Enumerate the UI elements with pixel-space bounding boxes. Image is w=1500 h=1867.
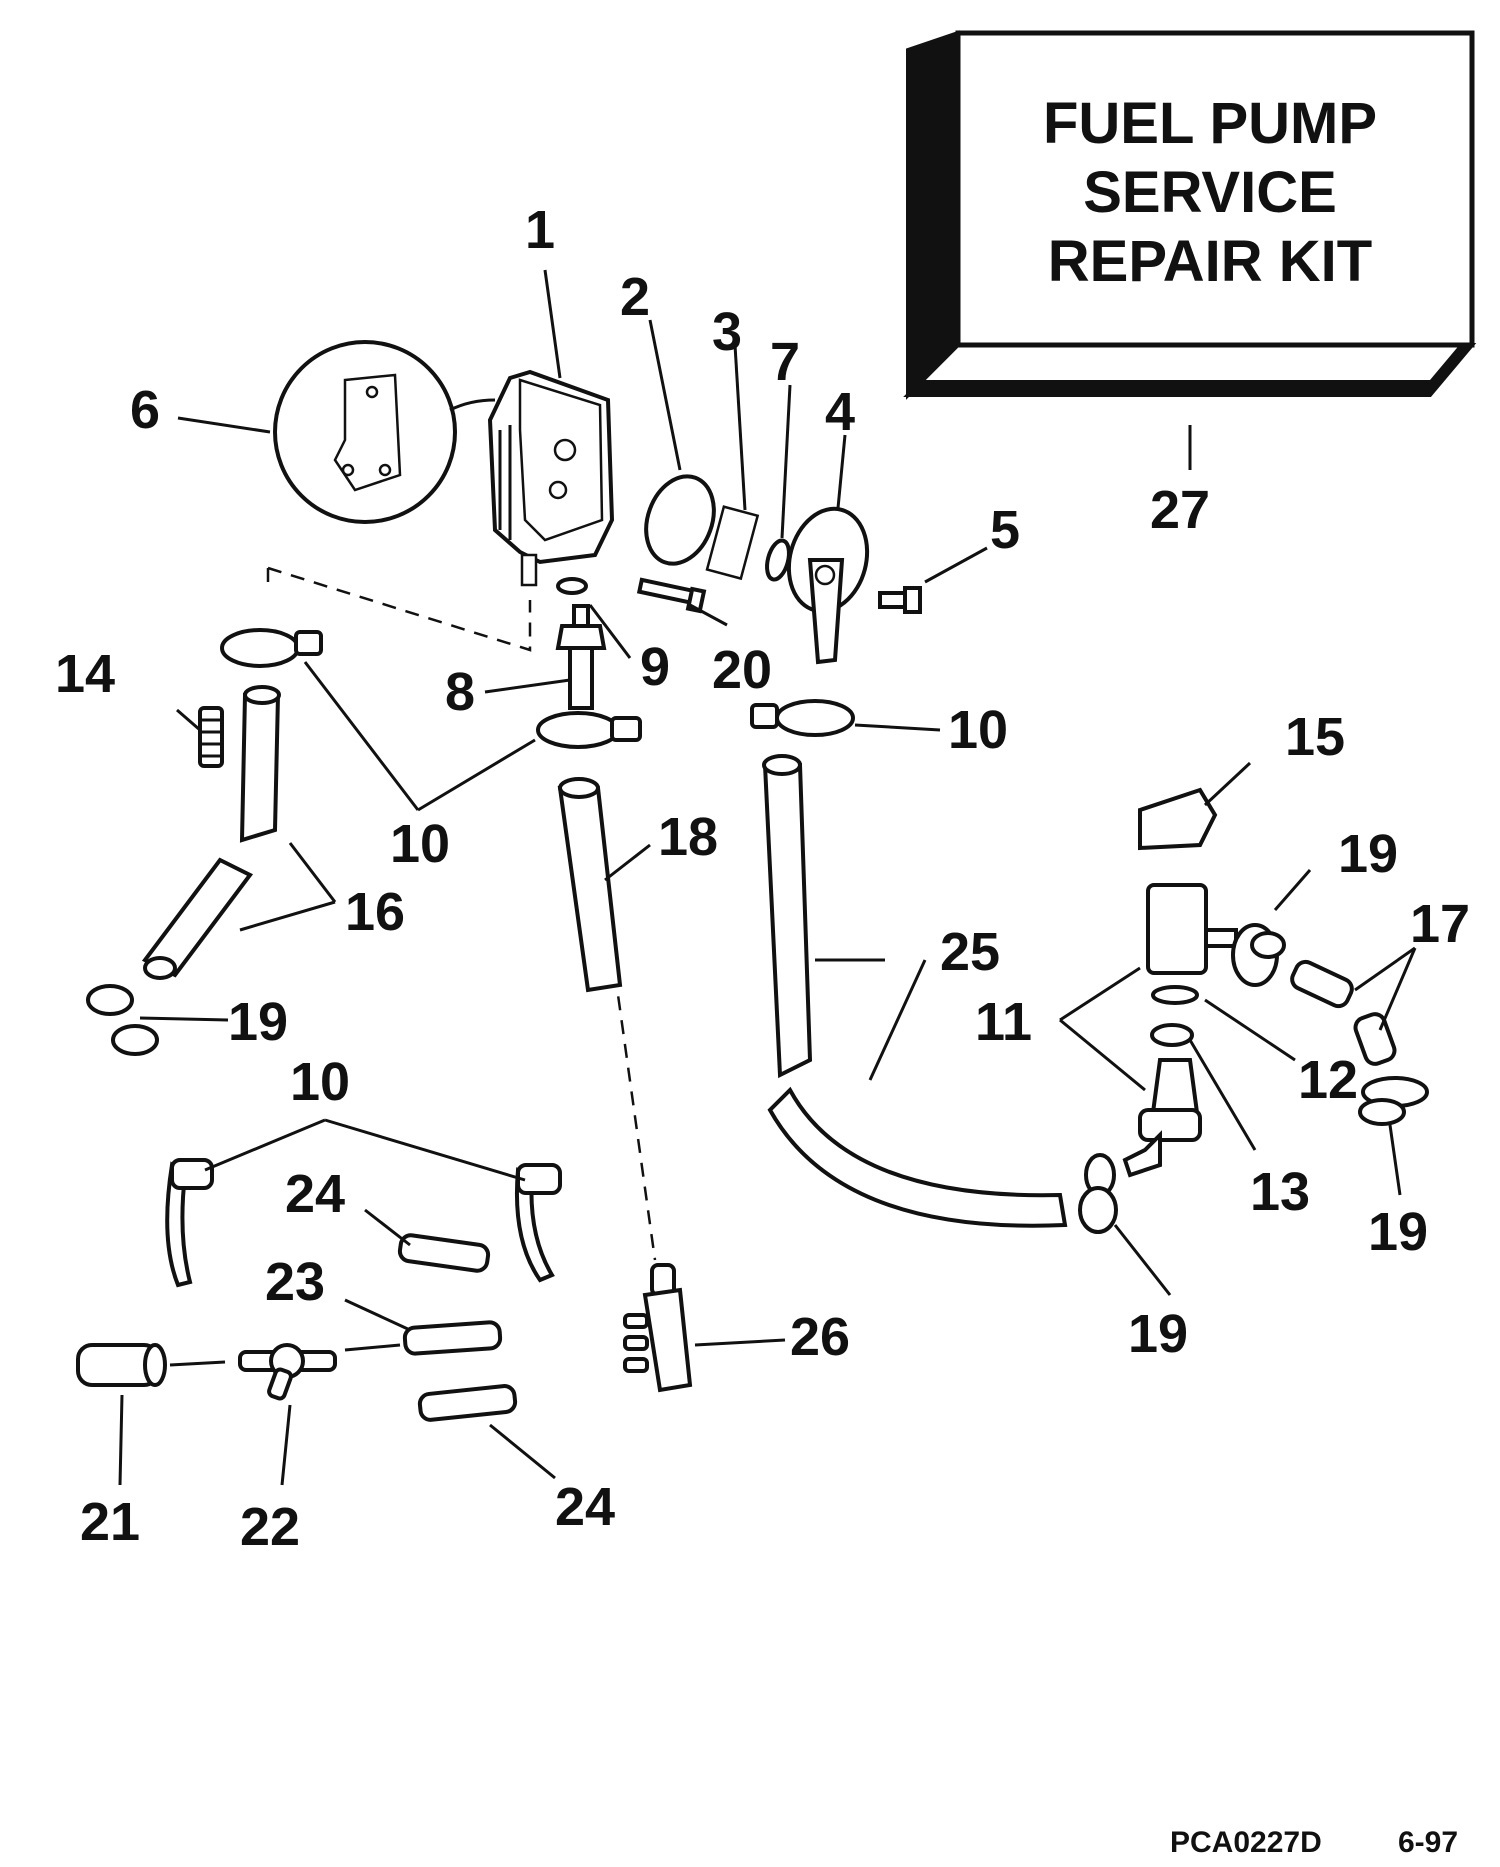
callout-19-filter: 19 bbox=[1338, 824, 1398, 884]
hose-23 bbox=[402, 1320, 503, 1356]
tee-fitting-22 bbox=[238, 1343, 337, 1401]
hose-clamp-lower-left bbox=[165, 1158, 214, 1288]
callout-1: 1 bbox=[525, 200, 555, 260]
hose-24-lower bbox=[417, 1384, 518, 1422]
callout-10-upper-left: 10 bbox=[390, 814, 450, 874]
fuel-manifold-26 bbox=[623, 1263, 693, 1393]
callout-9: 9 bbox=[640, 637, 670, 697]
hose-clamp-upper-right bbox=[750, 699, 855, 737]
fuel-pump-body bbox=[487, 369, 615, 587]
callout-6: 6 bbox=[130, 380, 160, 440]
callout-16: 16 bbox=[345, 882, 405, 942]
callout-26: 26 bbox=[790, 1307, 850, 1367]
callout-2: 2 bbox=[620, 267, 650, 327]
plug-21 bbox=[76, 1343, 167, 1387]
drawing-date: 6-97 bbox=[1398, 1826, 1458, 1859]
callout-24-upper: 24 bbox=[285, 1164, 345, 1224]
callout-19-bottom: 19 bbox=[1128, 1304, 1188, 1364]
hose-24-upper bbox=[397, 1233, 491, 1273]
fuel-fitting bbox=[555, 604, 607, 710]
callout-12: 12 bbox=[1298, 1050, 1358, 1110]
callout-23: 23 bbox=[265, 1252, 325, 1312]
callout-8: 8 bbox=[445, 662, 475, 722]
callout-3: 3 bbox=[712, 302, 742, 362]
cover-screw bbox=[878, 586, 922, 614]
pump-cover bbox=[786, 506, 870, 665]
callout-25: 25 bbox=[940, 922, 1000, 982]
spring-clamp-right-lower bbox=[1358, 1076, 1429, 1126]
gasket-detail-circle bbox=[273, 340, 496, 524]
callout-4: 4 bbox=[825, 382, 855, 442]
callout-10-upper-right: 10 bbox=[948, 700, 1008, 760]
diaphragm-ring bbox=[644, 474, 716, 566]
kit-label-line1: FUEL PUMP bbox=[1043, 91, 1377, 156]
callout-21: 21 bbox=[80, 1492, 140, 1552]
callout-27: 27 bbox=[1150, 480, 1210, 540]
hose-18 bbox=[557, 777, 623, 993]
callout-19-left: 19 bbox=[228, 992, 288, 1052]
kit-label-line2: SERVICE bbox=[1083, 160, 1337, 225]
filter-clip bbox=[1138, 787, 1218, 851]
callout-17: 17 bbox=[1410, 894, 1470, 954]
callout-24-lower: 24 bbox=[555, 1477, 615, 1537]
callout-22: 22 bbox=[240, 1497, 300, 1557]
callout-11: 11 bbox=[975, 992, 1032, 1052]
hose-25 bbox=[762, 754, 1068, 1228]
gasket bbox=[705, 505, 760, 581]
hose-pair-16 bbox=[141, 685, 281, 980]
repair-kit-box: FUEL PUMP SERVICE REPAIR KIT bbox=[903, 30, 1477, 400]
spring-clamp-right-upper bbox=[1231, 923, 1286, 987]
callout-7: 7 bbox=[770, 332, 800, 392]
callout-13: 13 bbox=[1250, 1162, 1310, 1222]
kit-label-line3: REPAIR KIT bbox=[1048, 229, 1372, 294]
washer bbox=[556, 577, 588, 595]
callout-numbers: 1 2 3 7 4 5 6 8 9 20 10 14 10 16 18 25 1… bbox=[55, 200, 1470, 1557]
leader-lines bbox=[118, 269, 1417, 1486]
callout-14: 14 bbox=[55, 644, 115, 704]
spring-clamp-bottom bbox=[1078, 1153, 1118, 1234]
callout-18: 18 bbox=[658, 807, 718, 867]
spring bbox=[198, 706, 224, 768]
hose-clamp-upper-left bbox=[220, 628, 323, 668]
callout-5: 5 bbox=[990, 500, 1020, 560]
fuel-filter-assembly bbox=[1122, 883, 1238, 1178]
drawing-code: PCA0227D bbox=[1170, 1826, 1322, 1859]
hose-pair-17 bbox=[1290, 959, 1397, 1066]
spring-clamp-left bbox=[86, 984, 159, 1056]
callout-10-lower: 10 bbox=[290, 1052, 350, 1112]
hose-clamp-under-fitting bbox=[536, 711, 642, 749]
pump-bolt bbox=[636, 577, 707, 614]
callout-20: 20 bbox=[712, 640, 772, 700]
callout-19-right: 19 bbox=[1368, 1202, 1428, 1262]
callout-15: 15 bbox=[1285, 707, 1345, 767]
hose-clamp-lower-right bbox=[514, 1163, 562, 1283]
